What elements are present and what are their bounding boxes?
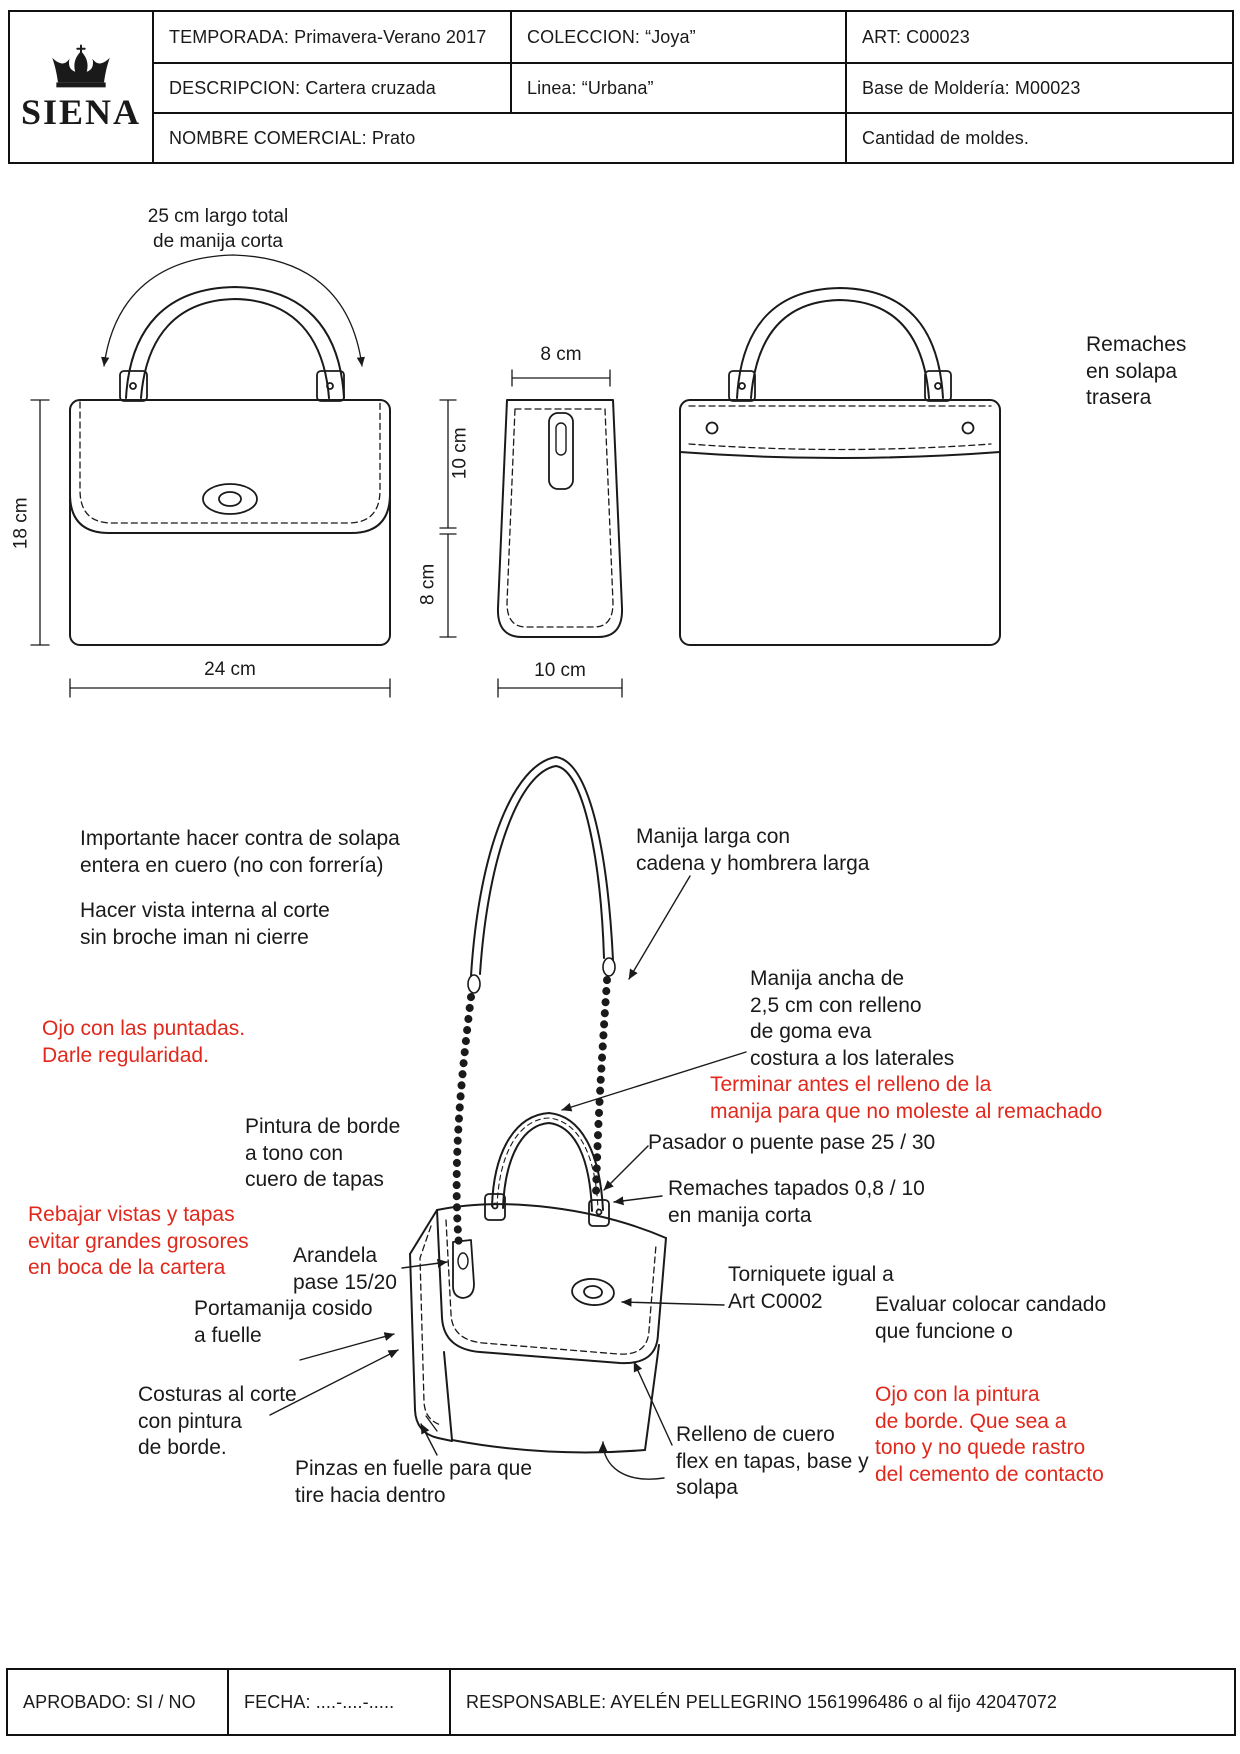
back-view-drawing — [679, 287, 1001, 646]
note-relleno: Relleno de cuero flex en tapas, base y s… — [676, 1423, 869, 1500]
chain-strap — [452, 976, 611, 1250]
field-cantidad-moldes: Cantidad de moldes. — [845, 112, 1232, 162]
note-portamanija: Portamanija cosido a fuelle — [194, 1297, 373, 1347]
note-red-puntadas: Ojo con las puntadas. Darle regularidad. — [42, 1017, 246, 1067]
dim-front-height: 18 cm — [10, 497, 32, 550]
field-art: ART: C00023 — [845, 12, 1232, 62]
long-strap — [467, 756, 616, 994]
note-evaluar: Evaluar colocar candado que funcione o — [875, 1293, 1107, 1343]
note-importante: Importante hacer contra de solapa entera… — [80, 827, 400, 877]
field-linea: Linea: “Urbana” — [510, 62, 845, 112]
dim-side-upper: 10 cm — [449, 427, 471, 480]
note-vista-interna: Hacer vista interna al corte sin broche … — [80, 899, 330, 949]
note-remaches-tapados: Remaches tapados 0,8 / 10 en manija cort… — [668, 1177, 925, 1227]
field-nombre-comercial: NOMBRE COMERCIAL: Prato — [152, 112, 845, 162]
field-responsable: RESPONSABLE: AYELÉN PELLEGRINO 156199648… — [449, 1670, 1234, 1734]
crown-icon — [52, 44, 110, 88]
dim-side-bottom: 10 cm — [534, 660, 586, 681]
dim-handle-total: 25 cm largo total de manija corta — [147, 206, 289, 252]
field-descripcion: DESCRIPCION: Cartera cruzada — [152, 62, 510, 112]
dim-front-width: 24 cm — [204, 659, 256, 680]
field-molderia: Base de Moldería: M00023 — [845, 62, 1232, 112]
perspective-view-drawing — [409, 756, 667, 1454]
rivet-left — [705, 421, 719, 435]
note-red-terminar: Terminar antes el relleno de la manija p… — [710, 1073, 1103, 1123]
rivet-right — [961, 421, 975, 435]
note-pasador: Pasador o puente pase 25 / 30 — [648, 1131, 936, 1154]
field-coleccion: COLECCION: “Joya” — [510, 12, 845, 62]
note-pintura-borde: Pintura de borde a tono con cuero de tap… — [245, 1115, 401, 1192]
field-aprobado: APROBADO: SI / NO — [23, 1691, 196, 1712]
front-view-drawing — [30, 254, 391, 698]
turn-lock-perspective — [571, 1278, 615, 1306]
brand-name: SIENA — [20, 92, 142, 132]
field-fecha: FECHA: ....-....-..... — [227, 1670, 449, 1734]
bag-body-perspective — [409, 1112, 667, 1454]
note-red-pintura: Ojo con la pintura de borde. Que sea a t… — [875, 1383, 1104, 1486]
note-manija-larga: Manija larga con cadena y hombrera larga — [636, 825, 870, 875]
note-torniquete: Torniquete igual a Art C0002 — [728, 1263, 894, 1313]
note-red-rebajar: Rebajar vistas y tapas evitar grandes gr… — [28, 1203, 249, 1280]
note-pinzas: Pinzas en fuelle para que tire hacia den… — [295, 1457, 532, 1507]
note-costuras: Costuras al corte con pintura de borde. — [138, 1383, 297, 1460]
field-temporada: TEMPORADA: Primavera-Verano 2017 — [152, 12, 510, 62]
note-remaches-solapa-trasera: Remaches en solapa trasera — [1086, 333, 1187, 410]
note-arandela: Arandela pase 15/20 — [293, 1244, 397, 1294]
dim-side-top: 8 cm — [540, 344, 582, 365]
arandela-tab — [452, 1239, 475, 1299]
turn-lock-front — [202, 483, 258, 515]
dim-side-lower: 8 cm — [417, 563, 439, 605]
note-manija-ancha: Manija ancha de 2,5 cm con relleno de go… — [750, 967, 955, 1070]
brand-logo: SIENA — [10, 12, 152, 162]
footer-table: APROBADO: SI / NO FECHA: ....-....-.....… — [6, 1668, 1236, 1736]
header-table: SIENA TEMPORADA: Primavera-Verano 2017 C… — [8, 10, 1234, 164]
